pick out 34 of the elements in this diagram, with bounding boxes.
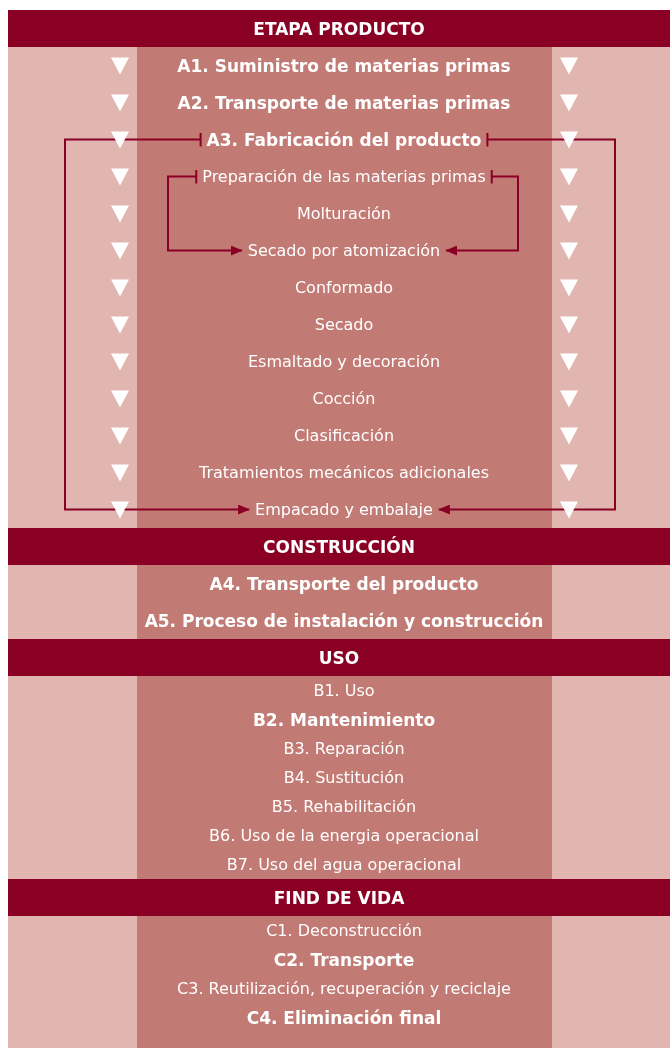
step-label: B7. Uso del agua operacional [226, 854, 462, 875]
bracket-arrow [445, 168, 519, 256]
step-label: Cocción [312, 388, 376, 409]
section-header-band: CONSTRUCCIÓN [8, 528, 670, 565]
step-label: C3. Reutilización, recuperación y reciclaje [177, 978, 511, 999]
step-label: C4. Eliminación final [246, 1007, 442, 1028]
bracket-arrow [64, 131, 251, 515]
step-label: Tratamientos mecánicos adicionales [199, 462, 489, 483]
step-label: Secado por atomización [247, 240, 441, 261]
step-label: A4. Transporte del producto [209, 573, 479, 594]
step-label: A3. Fabricación del producto [206, 129, 482, 150]
step-label: C1. Deconstrucción [266, 920, 422, 941]
step-label: B3. Reparación [283, 738, 405, 759]
section-header-band: USO [8, 639, 670, 676]
step-label: Conformado [294, 277, 394, 298]
section-header-band: ETAPA PRODUCTO [8, 10, 670, 47]
step-label: A1. Suministro de materias primas [177, 55, 511, 76]
step-label: Secado [314, 314, 374, 335]
bracket-arrow [437, 131, 616, 515]
step-label: Esmaltado y decoración [247, 351, 441, 372]
step-label: B2. Mantenimiento [252, 709, 436, 730]
bracket-arrow [167, 168, 243, 256]
step-label: B4. Sustitución [283, 767, 405, 788]
step-label: B1. Uso [313, 680, 375, 701]
step-label: Preparación de las materias primas [202, 166, 486, 187]
step-label: B6. Uso de la energia operacional [209, 825, 479, 846]
step-label: Clasificación [293, 425, 395, 446]
section-header-band: FIND DE VIDA [8, 879, 670, 916]
step-label: A2. Transporte de materias primas [177, 92, 511, 113]
step-label: A5. Proceso de instalación y construcción [144, 610, 544, 631]
step-label: Empacado y embalaje [255, 499, 433, 520]
step-label: Molturación [297, 203, 391, 224]
step-label: B5. Rehabilitación [271, 796, 417, 817]
step-label: C2. Transporte [273, 949, 415, 970]
